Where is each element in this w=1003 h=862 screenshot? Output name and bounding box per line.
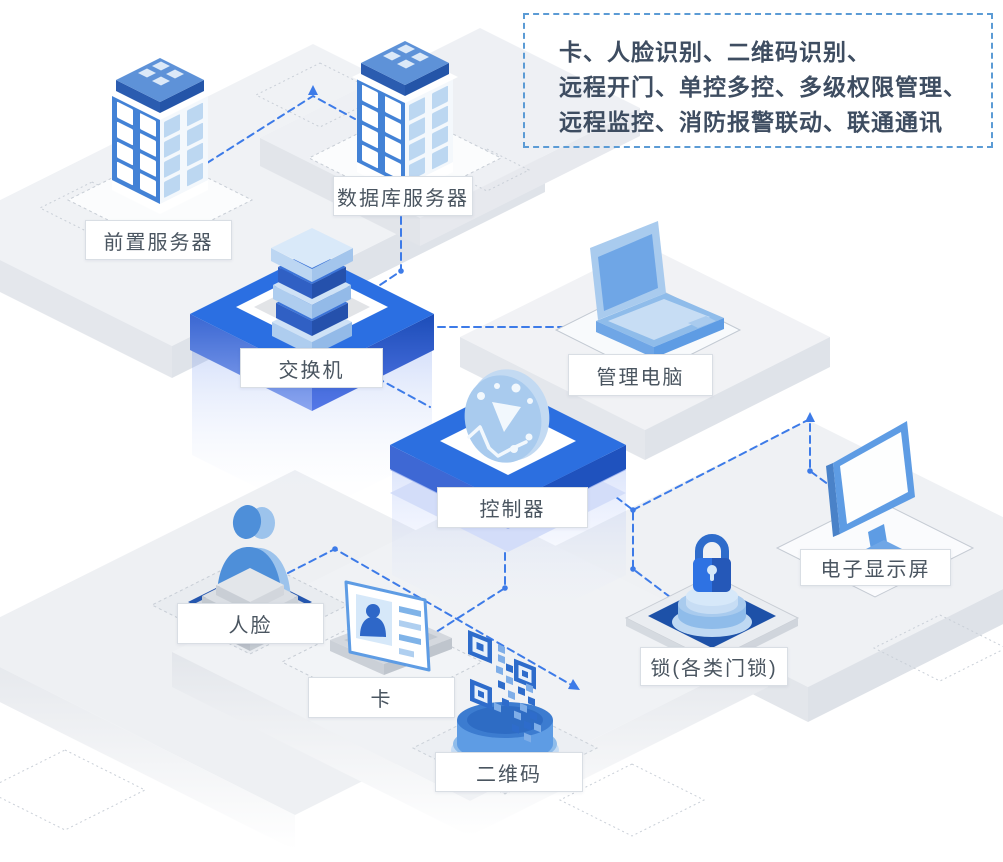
label-front-server: 前置服务器 <box>85 220 232 260</box>
arrow-up-icon <box>805 412 815 422</box>
label-card: 卡 <box>308 677 455 718</box>
feature-list-box: 卡、人脸识别、二维码识别、 远程开门、单控多控、多级权限管理、 远程监控、消防报… <box>523 13 993 148</box>
connection-dots <box>308 85 815 690</box>
switch-stack <box>271 228 353 356</box>
line-controller-display <box>632 420 807 511</box>
line-controller-lock <box>615 496 675 601</box>
qr-voxels <box>468 630 541 743</box>
management-pc-laptop-icon <box>554 221 742 377</box>
feature-line: 远程监控、消防报警联动、联通通讯 <box>559 109 943 135</box>
lock-icon <box>624 534 800 669</box>
label-switch: 交换机 <box>240 348 383 388</box>
line-frontserver-database <box>206 94 356 164</box>
arrow-up-icon <box>308 85 318 95</box>
label-lock: 锁(各类门锁) <box>640 647 788 686</box>
lock-pedestal <box>672 586 752 637</box>
label-management-pc: 管理电脑 <box>568 354 713 396</box>
label-controller: 控制器 <box>437 487 588 528</box>
label-qr-code: 二维码 <box>435 752 583 792</box>
label-face: 人脸 <box>177 603 324 644</box>
controller-gauge-disc <box>464 369 550 463</box>
label-database-server: 数据库服务器 <box>333 176 473 216</box>
line-switch-controller <box>376 377 431 408</box>
arrow-right-icon <box>568 679 580 690</box>
padlock <box>693 534 731 592</box>
feature-line: 远程开门、单控多控、多级权限管理、 <box>559 74 967 100</box>
label-display: 电子显示屏 <box>800 549 951 586</box>
card-face <box>344 580 431 672</box>
feature-line: 卡、人脸识别、二维码识别、 <box>559 39 871 65</box>
database-server-building-icon <box>307 41 503 207</box>
